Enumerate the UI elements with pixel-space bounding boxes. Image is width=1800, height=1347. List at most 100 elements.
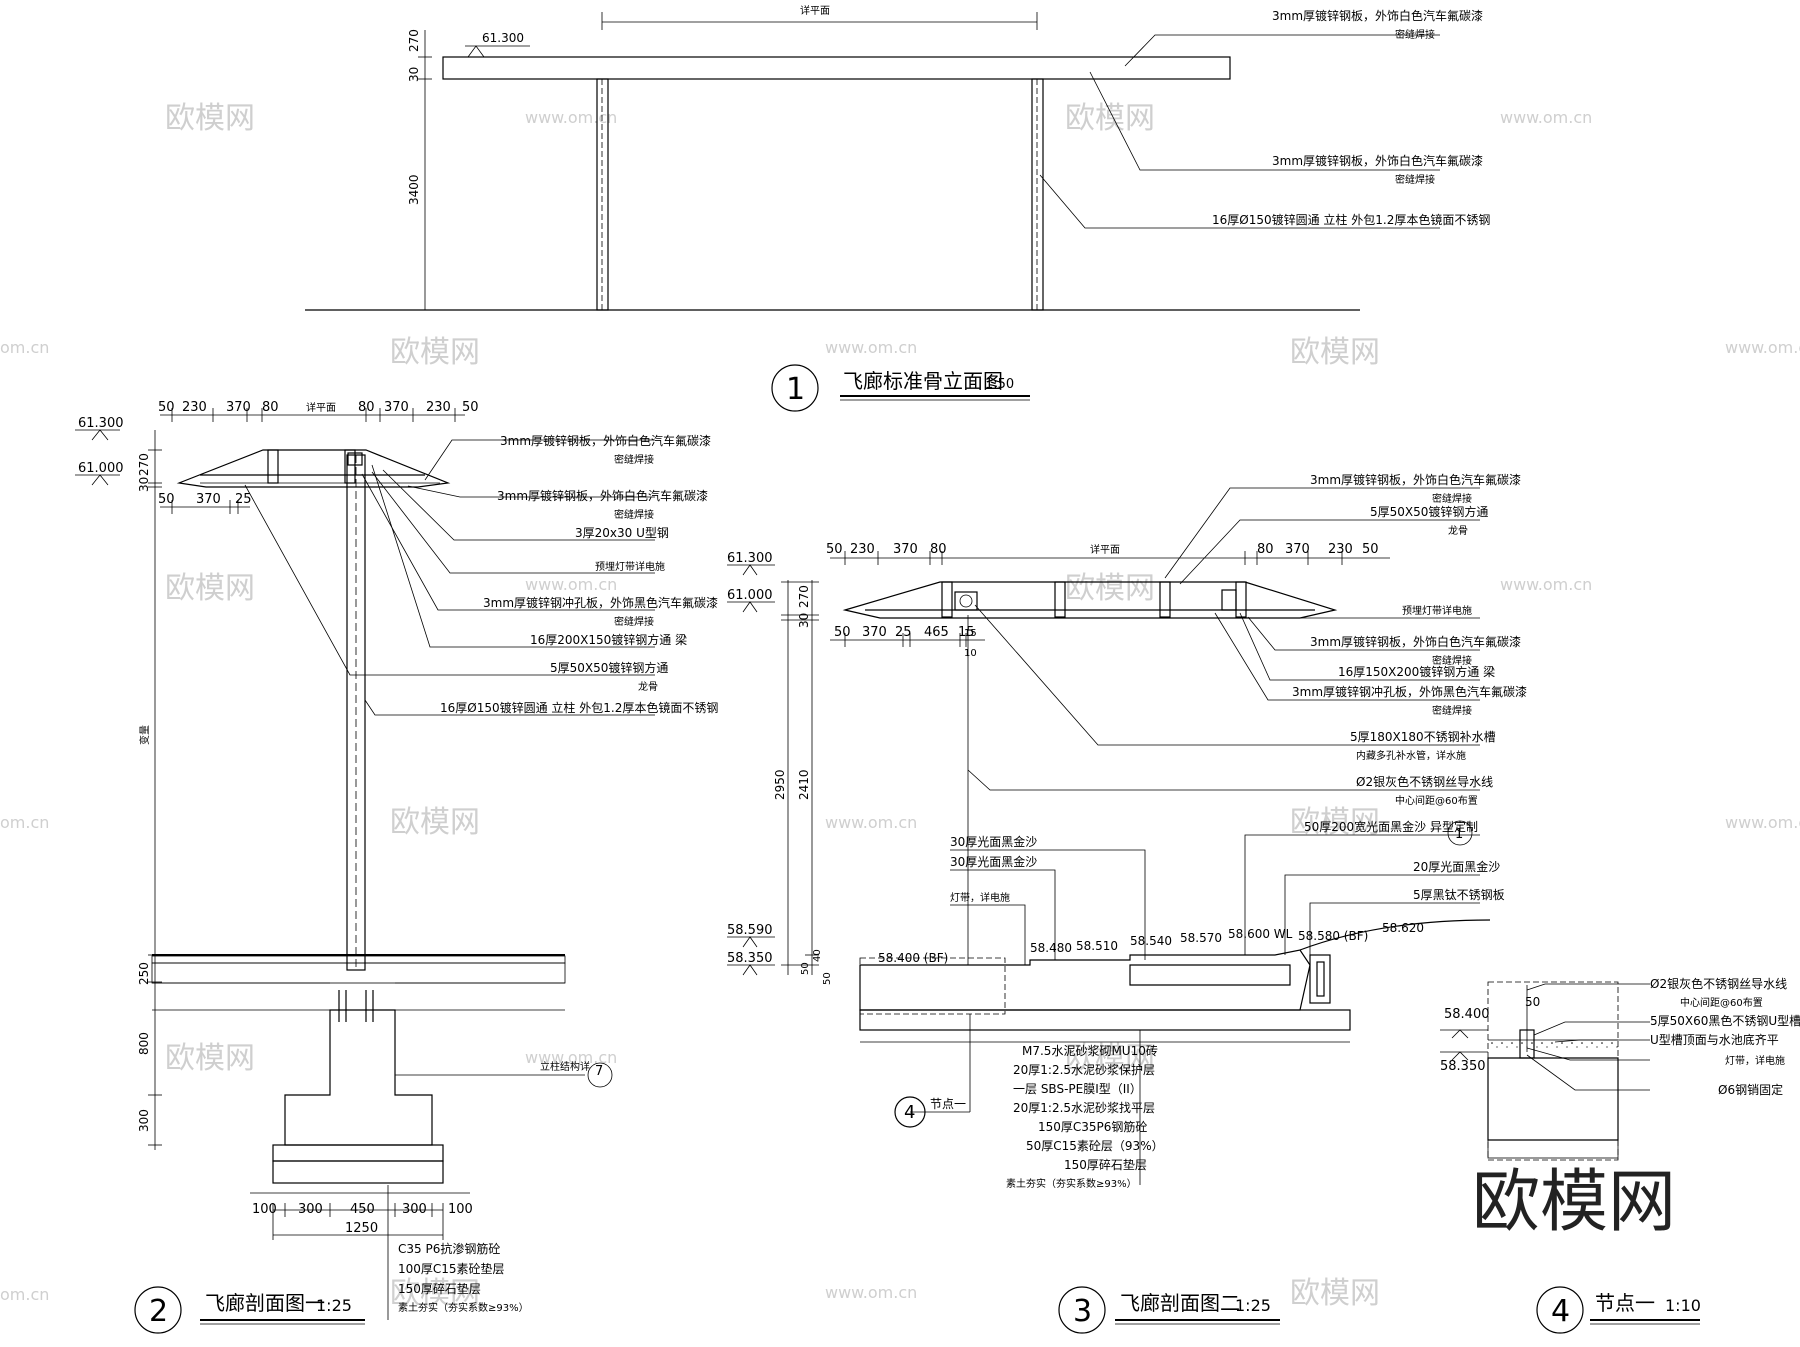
gravel-bed: [272, 1160, 444, 1184]
view-scale: 1:25: [1235, 1296, 1271, 1315]
view-3-section: 50 230 370 80 详平面 80 370 230 50 50 370 2…: [727, 472, 1527, 1334]
view-title: 飞廊剖面图二: [1120, 1291, 1240, 1315]
note: 16厚Ø150镀锌圆通 立柱 外包1.2厚本色镜面不锈钢: [1212, 212, 1490, 227]
view-number-circle: [771, 364, 819, 412]
dim: 15: [964, 628, 977, 639]
layer: M7.5水泥砂浆砌MU10砖: [1022, 1043, 1158, 1058]
note: 3mm厚镀锌钢板，外饰白色汽车氟碳漆: [1310, 472, 1521, 487]
dim: 25: [895, 625, 912, 640]
ground-note: 30厚光面黑金沙: [950, 854, 1037, 869]
ground-note: 5厚黑钛不锈钢板: [1413, 887, 1505, 902]
ground-note: 50厚200宽光面黑金沙 异型定制: [1304, 819, 1478, 834]
view-number-circle: [134, 1286, 182, 1334]
view-title: 节点一: [1595, 1291, 1655, 1315]
watermark-url: www.om.cn: [1500, 575, 1592, 594]
elev: 61.000: [727, 588, 773, 603]
dim: 370: [226, 400, 251, 415]
concrete-pad: [272, 1144, 444, 1162]
node-ref-circle: [894, 1096, 926, 1128]
edge-channel: [1309, 954, 1331, 1004]
view-2-section: 50 230 370 80 详平面 80 370 230 50 50 370 2…: [75, 400, 718, 1334]
dim: 50: [834, 625, 851, 640]
level: 58.600 WL: [1228, 927, 1293, 941]
note: 灯带，详电施: [1725, 1054, 1785, 1067]
view-number-circle: [1536, 1286, 1584, 1334]
dim: 450: [350, 1202, 375, 1217]
watermark-cn: 欧模网: [390, 1276, 480, 1311]
dim: 100: [448, 1202, 473, 1217]
dim: 40: [812, 949, 823, 962]
watermark-url: www.om.cn: [825, 338, 917, 357]
dim: 50: [158, 492, 175, 507]
view-number: 3: [1073, 1294, 1092, 1329]
watermark-layer: 欧模网 www.om.cn 欧模网 www.om.cn om.cn 欧模网 ww…: [0, 101, 1800, 1311]
dim: 80: [1257, 542, 1274, 557]
note: 5厚180X180不锈钢补水槽: [1350, 730, 1496, 744]
dim: 50: [462, 400, 479, 415]
roof-section: [842, 581, 1338, 619]
note: 16厚150X200镀锌钢方通 梁: [1338, 664, 1495, 679]
note: 密缝焊接: [614, 508, 654, 521]
elev: 61.300: [78, 416, 124, 431]
view-scale: 1:50: [985, 377, 1014, 392]
view-number: 4: [1551, 1294, 1570, 1329]
note: 龙骨: [638, 680, 658, 693]
dim: 25: [235, 492, 252, 507]
layer: 150厚C35P6钢筋砼: [1038, 1119, 1147, 1134]
view-1-elevation: 详平面 61.300 270 30 3400 3mm厚镀锌钢板，外饰白色汽车氟碳…: [305, 4, 1490, 412]
dim: 370: [1285, 542, 1310, 557]
elev: 58.400: [1444, 1007, 1490, 1022]
watermark-url: www.om.cn: [825, 1283, 917, 1302]
level: 58.580 (BF): [1298, 929, 1368, 943]
note: 3mm厚镀锌钢板，外饰白色汽车氟碳漆: [1272, 8, 1483, 23]
note: 5厚50X50镀锌钢方通: [1370, 504, 1488, 519]
watermark-cn: 欧模网: [165, 101, 255, 136]
elev: 58.590: [727, 923, 773, 938]
note: 预埋灯带详电施: [595, 560, 665, 573]
node-frame: [1487, 981, 1619, 1161]
watermark-url: www.om.cn: [525, 575, 617, 594]
note: U型槽顶面与水池底齐平: [1650, 1032, 1779, 1047]
note: 3mm厚镀锌钢冲孔板，外饰黑色汽车氟碳漆: [483, 595, 718, 610]
view-number: 2: [149, 1294, 168, 1329]
note: 中心间距@60布置: [1395, 794, 1478, 807]
dim: 230: [850, 542, 875, 557]
ref-num: 7: [595, 1064, 603, 1079]
dim: 30: [797, 613, 811, 628]
dim: 300: [137, 1109, 151, 1132]
dim: 370: [893, 542, 918, 557]
note: 16厚200X150镀锌钢方通 梁: [530, 632, 687, 647]
dim: 370: [196, 492, 221, 507]
note: 3mm厚镀锌钢板，外饰白色汽车氟碳漆: [1272, 153, 1483, 168]
watermark-url: www.om.cn: [825, 813, 917, 832]
watermark-cn: 欧模网: [165, 571, 255, 606]
watermark-cn: 欧模网: [390, 335, 480, 370]
dim: 250: [137, 962, 151, 985]
dim: 800: [137, 1032, 151, 1055]
dim: 270: [137, 453, 151, 476]
watermark-url: om.cn: [0, 1285, 49, 1304]
note: 预埋灯带详电施: [1402, 604, 1472, 617]
watermark-url: www.om.cn: [525, 108, 617, 127]
dim: 10: [964, 648, 977, 659]
watermark-big: 欧模网: [1472, 1163, 1676, 1242]
note: 密缝焊接: [1395, 173, 1435, 186]
note: 密缝焊接: [614, 615, 654, 628]
base-note: 素土夯实（夯实系数≥93%）: [398, 1301, 529, 1314]
dim: 详平面: [1090, 543, 1120, 556]
dim: 230: [426, 400, 451, 415]
watermark-cn: 欧模网: [1290, 805, 1380, 840]
dim: 50: [800, 962, 811, 975]
base-note: 150厚碎石垫层: [398, 1281, 481, 1296]
level: 58.510: [1076, 939, 1118, 953]
dim: 300: [402, 1202, 427, 1217]
note: 3mm厚镀锌钢板，外饰白色汽车氟碳漆: [1310, 634, 1521, 649]
dim-30: 30: [407, 67, 421, 82]
watermark-cn: 欧模网: [1290, 335, 1380, 370]
layer: 素土夯实（夯实系数≥93%）: [1006, 1177, 1137, 1190]
note: 中心间距@60布置: [1680, 996, 1763, 1009]
note: 密缝焊接: [1432, 654, 1472, 667]
node-ref-box: [859, 957, 1006, 1015]
top-dim-label: 详平面: [800, 4, 830, 17]
layer: 20厚1:2.5水泥砂浆保护层: [1013, 1062, 1155, 1077]
